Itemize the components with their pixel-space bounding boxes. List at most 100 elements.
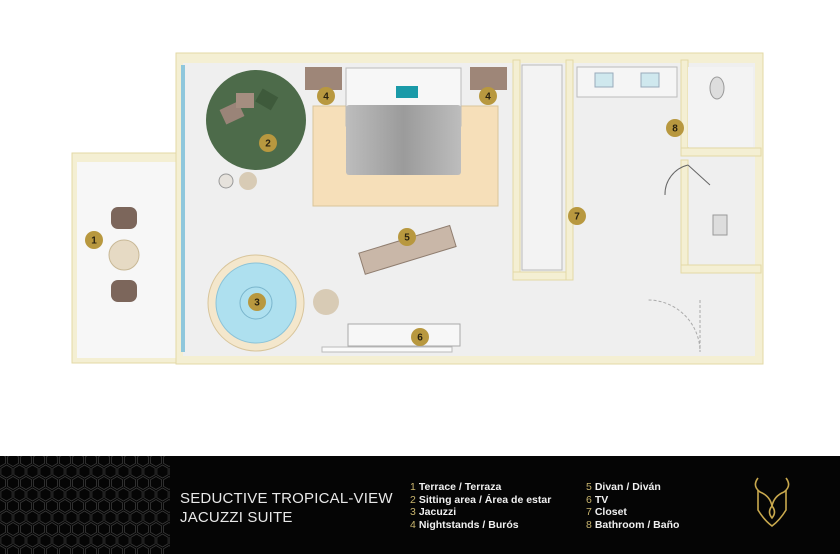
- marker-6: 6: [411, 328, 429, 346]
- marker-label: 5: [404, 233, 410, 244]
- hex-cell: [39, 510, 52, 525]
- hex-cell: [26, 464, 39, 479]
- hex-cell: [0, 545, 6, 554]
- hex-cell: [104, 533, 117, 548]
- hex-cell: [59, 522, 71, 536]
- hex-cell: [19, 499, 33, 513]
- hex-cell: [124, 456, 137, 467]
- hex-cell: [156, 464, 169, 479]
- marker-label: 8: [672, 124, 678, 135]
- hex-cell: [52, 533, 65, 548]
- toilet-icon: [709, 76, 725, 100]
- hex-cell: [85, 522, 97, 536]
- hex-cell: [59, 476, 71, 490]
- hex-cell: [111, 499, 123, 513]
- hex-cell: [7, 545, 20, 554]
- hex-cell: [124, 545, 137, 554]
- hex-cell: [0, 464, 13, 479]
- hex-cell: [13, 533, 26, 548]
- hex-cell: [104, 487, 117, 502]
- hex-cell: [72, 545, 84, 554]
- hex-cell: [0, 476, 6, 490]
- hex-cell: [26, 487, 39, 502]
- hex-cell: [143, 533, 156, 548]
- bed: [346, 105, 461, 175]
- hex-cell: [0, 510, 13, 525]
- marker-label: 4: [323, 92, 329, 103]
- hex-cell: [65, 487, 78, 502]
- hex-cell: [26, 533, 39, 548]
- hex-cell: [149, 522, 163, 536]
- hex-cell: [33, 499, 45, 513]
- hex-cell: [156, 533, 169, 548]
- hex-cell: [149, 545, 163, 554]
- hex-cell: [72, 456, 84, 467]
- marker-5: 5: [398, 228, 416, 246]
- bed-pillow: [396, 86, 418, 98]
- hex-cell: [46, 456, 58, 467]
- hex-cell: [162, 476, 170, 490]
- marker-label: 4: [485, 92, 491, 103]
- marker-2: 2: [259, 134, 277, 152]
- hex-cell: [143, 464, 156, 479]
- hex-cell: [7, 456, 20, 467]
- marker-7: 7: [568, 207, 586, 225]
- marker-label: 6: [417, 333, 423, 344]
- hex-cell: [111, 456, 123, 467]
- hex-cell: [78, 464, 91, 479]
- hex-cell: [7, 499, 20, 513]
- hex-cell: [0, 499, 6, 513]
- deer-logo-icon: [754, 477, 790, 528]
- hex-cell: [136, 476, 150, 490]
- hex-cell: [65, 510, 78, 525]
- hex-cell: [136, 545, 150, 554]
- entry-door: [647, 299, 701, 353]
- hex-cell: [130, 533, 143, 548]
- marker-label: 2: [265, 139, 271, 150]
- marker-label: 7: [574, 212, 580, 223]
- hex-cell: [98, 476, 110, 490]
- hex-cell: [59, 456, 71, 467]
- hex-cell: [52, 464, 65, 479]
- hex-cell: [26, 510, 39, 525]
- sitting-rug: [206, 70, 306, 170]
- marker-4: 4: [479, 87, 497, 105]
- bath-door: [664, 164, 711, 196]
- terrace-table: [108, 239, 140, 271]
- hex-cell: [46, 499, 58, 513]
- marker-8: 8: [666, 119, 684, 137]
- hex-cell: [78, 510, 91, 525]
- hex-cell: [143, 510, 156, 525]
- sink-icon: [640, 72, 660, 88]
- hex-cell: [111, 522, 123, 536]
- hex-cell: [130, 487, 143, 502]
- hex-cell: [130, 464, 143, 479]
- hex-cell: [136, 456, 150, 467]
- hex-cell: [85, 476, 97, 490]
- hex-cell: [19, 476, 33, 490]
- hex-cell: [162, 456, 170, 467]
- hex-cell: [0, 522, 6, 536]
- hex-cell: [39, 533, 52, 548]
- hex-pattern: [0, 456, 170, 554]
- hex-cell: [117, 510, 130, 525]
- hex-cell: [46, 476, 58, 490]
- hex-cell: [65, 533, 78, 548]
- hex-cell: [33, 545, 45, 554]
- hex-cell: [19, 522, 33, 536]
- hex-cell: [130, 510, 143, 525]
- terrace-chair: [111, 280, 137, 302]
- hex-cell: [162, 545, 170, 554]
- hex-cell: [124, 476, 137, 490]
- hex-cell: [13, 464, 26, 479]
- hex-cell: [39, 487, 52, 502]
- nightstand: [305, 67, 342, 90]
- hex-cell: [111, 545, 123, 554]
- hex-cell: [149, 499, 163, 513]
